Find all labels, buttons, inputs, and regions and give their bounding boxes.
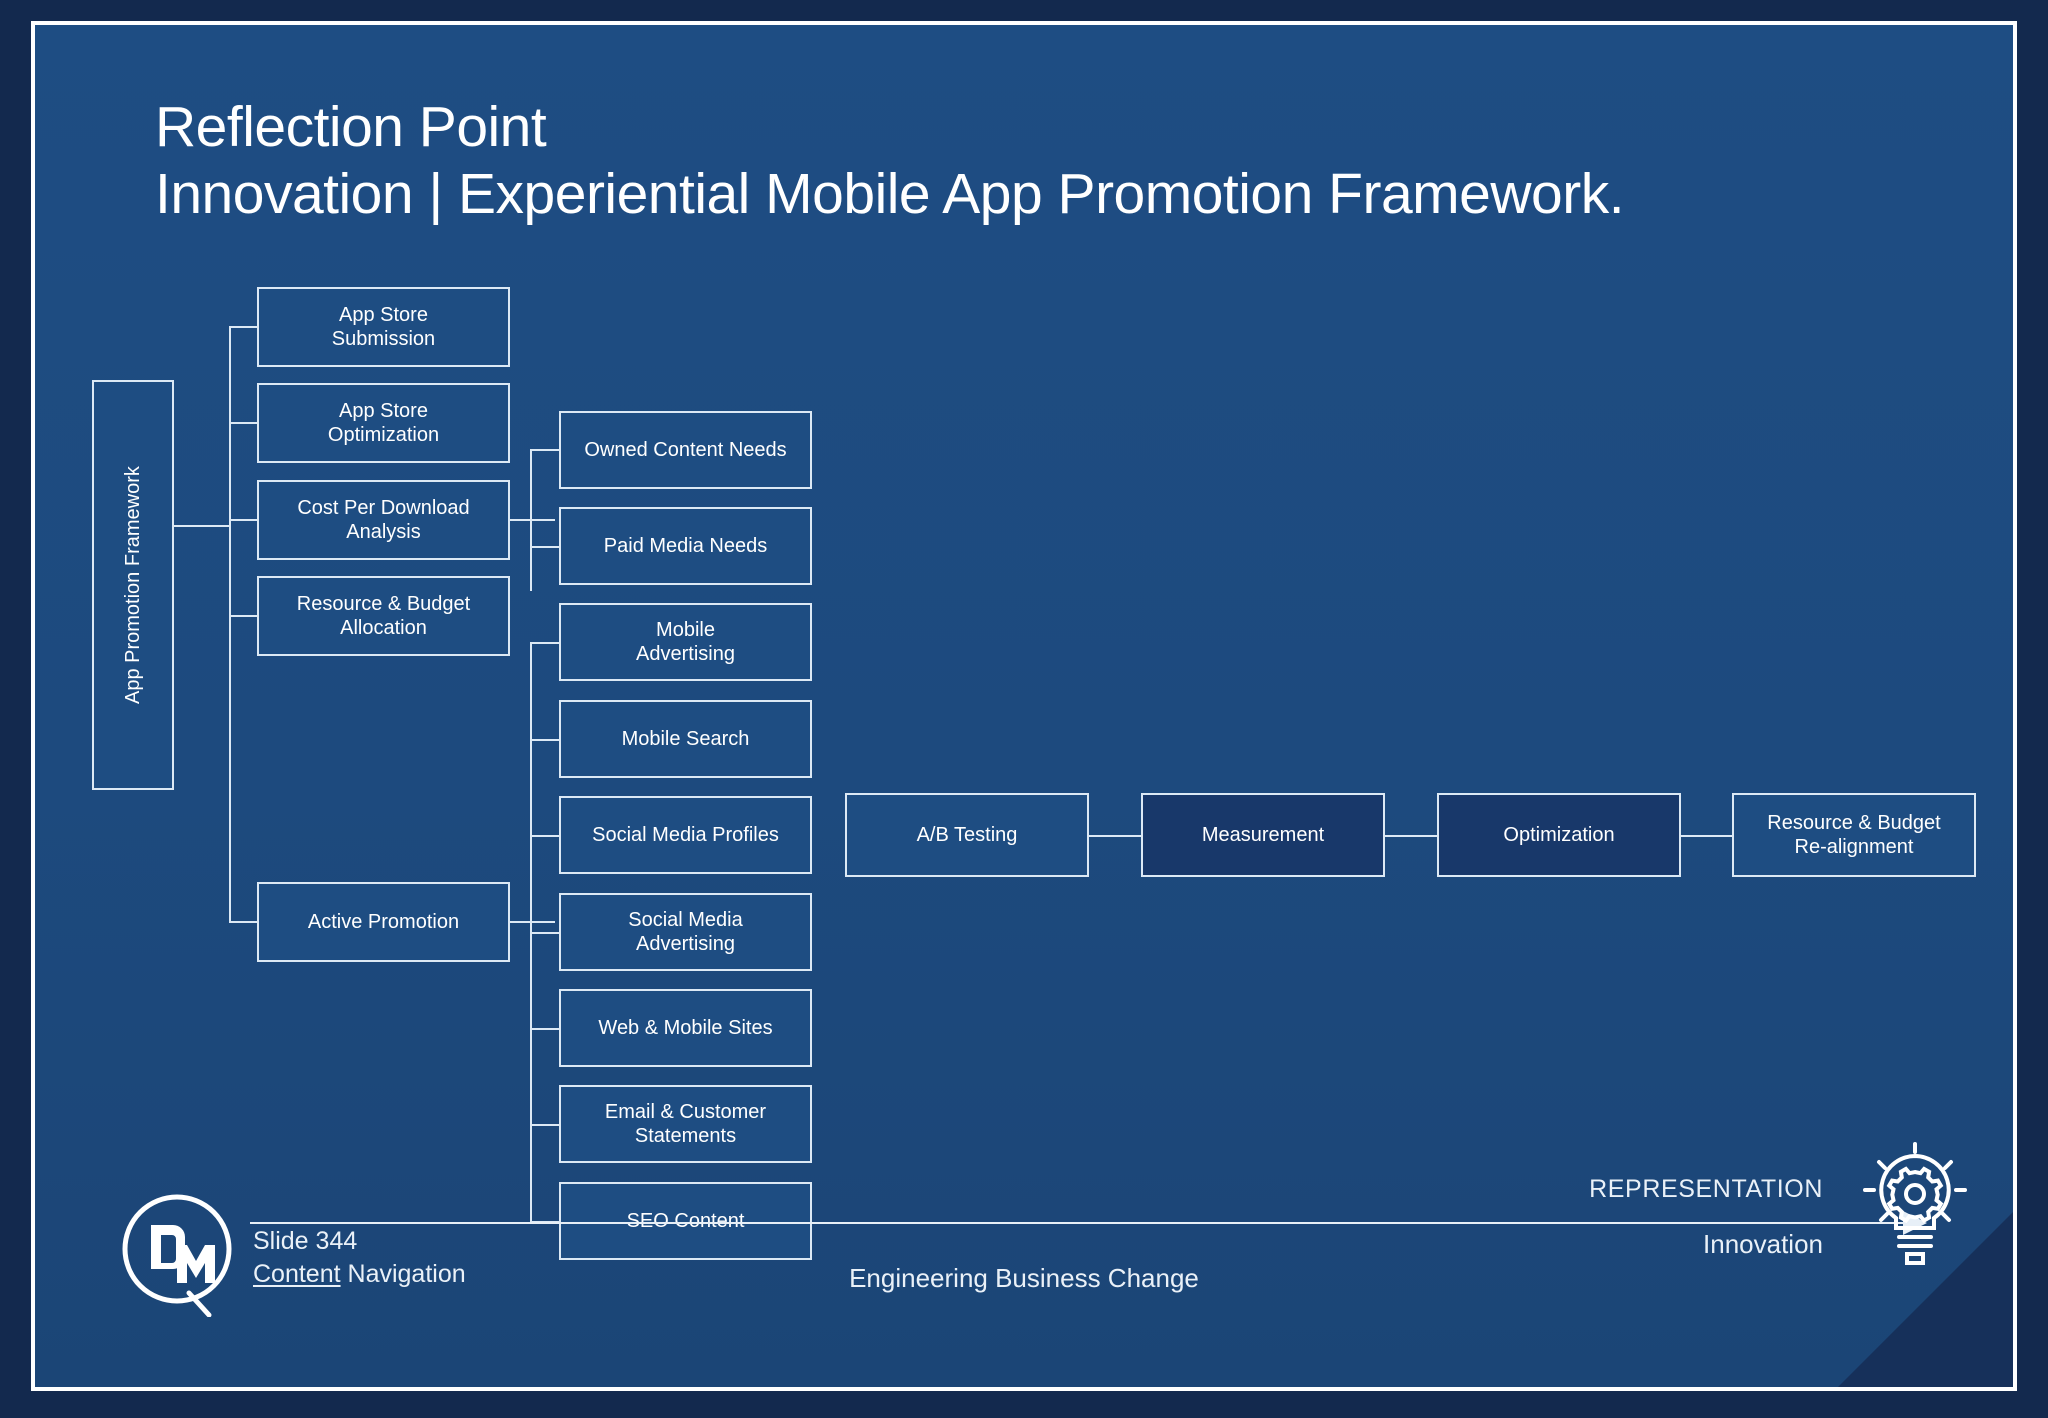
connector-to-web-mobile-sites (530, 1028, 559, 1030)
node-active-promotion[interactable]: Active Promotion (257, 882, 510, 962)
node-cost-per-download-analysis[interactable]: Cost Per Download Analysis (257, 480, 510, 560)
node-optimization[interactable]: Optimization (1437, 793, 1681, 877)
node-social-media-profiles[interactable]: Social Media Profiles (559, 796, 812, 874)
node-label-line1: Measurement (1201, 823, 1325, 846)
connector-budget-spine (530, 449, 532, 591)
innovation-label: Innovation (1703, 1229, 1823, 1259)
node-label-line2: Statements (634, 1125, 737, 1147)
connector-to-app-store-optimization (229, 422, 257, 424)
connector-to-mobile-search (530, 739, 559, 741)
footer-left-text: Slide 344 Content Navigation (253, 1225, 466, 1292)
slide-canvas: Reflection Point Innovation | Experienti… (35, 25, 2013, 1387)
node-label-line2: Allocation (340, 617, 427, 639)
content-navigation: Content Navigation (253, 1258, 466, 1291)
lightbulb-gear-icon (1863, 1142, 1967, 1265)
node-label-line2: Advertising (636, 933, 735, 955)
connector-measurement-optimization (1385, 835, 1437, 837)
node-label-line1: Social Media (628, 908, 743, 931)
node-email-customer-statements[interactable]: Email & Customer Statements (559, 1085, 812, 1163)
corner-triangle-decoration (1838, 1212, 2013, 1387)
connector-promotion-spine (530, 642, 532, 1221)
navigation-label: Navigation (340, 1259, 466, 1288)
node-label-line1: SEO Content (626, 1209, 745, 1232)
connector-to-mobile-advertising (530, 642, 559, 644)
node-label-line1: Owned Content Needs (584, 438, 787, 461)
title-line-2: Innovation | Experiential Mobile App Pro… (155, 162, 1625, 227)
representation-label: REPRESENTATION (1589, 1175, 1823, 1203)
node-label-line1: App Store (339, 303, 428, 326)
node-web-mobile-sites[interactable]: Web & Mobile Sites (559, 989, 812, 1067)
timeline-arrow-icon (1903, 1211, 1927, 1235)
timeline-axis (250, 1222, 1910, 1224)
connector-budget-stub (510, 519, 555, 521)
node-label-line1: App Store (339, 399, 428, 422)
node-label-line1: Mobile (656, 618, 715, 641)
content-link[interactable]: Content (253, 1259, 341, 1288)
node-social-media-advertising[interactable]: Social Media Advertising (559, 893, 812, 971)
connector-to-social-media-profiles (530, 835, 559, 837)
slide-number: Slide 344 (253, 1226, 358, 1255)
node-label-line2: Advertising (636, 643, 735, 665)
connector-to-email-customer-statements (530, 1124, 559, 1126)
connector-promotion-stub (510, 921, 555, 923)
slide-frame-border (31, 21, 2017, 1391)
node-label-line2: Analysis (346, 521, 421, 543)
engineering-business-change-label: Engineering Business Change (849, 1263, 1199, 1293)
connector-to-owned-content-needs (530, 449, 559, 451)
node-mobile-advertising[interactable]: Mobile Advertising (559, 603, 812, 681)
footer-center-text: Engineering Business Change (35, 1263, 2013, 1294)
title-line-1: Reflection Point (155, 95, 547, 159)
connector-level1-spine (229, 326, 231, 922)
connector-to-social-media-advertising (530, 932, 559, 934)
node-paid-media-needs[interactable]: Paid Media Needs (559, 507, 812, 585)
node-seo-content[interactable]: SEO Content (559, 1182, 812, 1260)
node-label-line1: A/B Testing (916, 823, 1018, 846)
connector-to-resource-budget-allocation (229, 615, 257, 617)
node-app-store-optimization[interactable]: App Store Optimization (257, 383, 510, 463)
node-label-line2: Submission (331, 328, 436, 350)
node-resource-budget-allocation[interactable]: Resource & Budget Allocation (257, 576, 510, 656)
connector-to-cost-per-download (229, 519, 257, 521)
node-label-line1: Resource & Budget (1767, 811, 1941, 834)
node-measurement[interactable]: Measurement (1141, 793, 1385, 877)
node-label-line1: Optimization (1503, 823, 1615, 846)
node-mobile-search[interactable]: Mobile Search (559, 700, 812, 778)
connector-to-app-store-submission (229, 326, 257, 328)
node-label-line1: Mobile Search (621, 727, 750, 750)
node-label-line2: Optimization (327, 424, 440, 446)
connector-root-stub (174, 525, 229, 527)
node-label-line1: Resource & Budget (296, 592, 471, 615)
node-owned-content-needs[interactable]: Owned Content Needs (559, 411, 812, 489)
node-ab-testing[interactable]: A/B Testing (845, 793, 1089, 877)
page-title: Reflection Point Innovation | Experienti… (155, 95, 1625, 227)
connector-to-active-promotion (229, 921, 257, 923)
node-resource-budget-realignment[interactable]: Resource & Budget Re-alignment (1732, 793, 1976, 877)
connector-to-paid-media-needs (530, 546, 559, 548)
dm-logo (122, 1194, 232, 1317)
node-label-line2: Re-alignment (1794, 836, 1914, 858)
node-label-line1: Paid Media Needs (603, 534, 768, 557)
node-app-store-submission[interactable]: App Store Submission (257, 287, 510, 367)
node-label-line1: Email & Customer (604, 1100, 767, 1123)
node-label-line1: Cost Per Download (297, 496, 470, 519)
node-label-line1: Web & Mobile Sites (598, 1016, 773, 1039)
connector-abtesting-measurement (1089, 835, 1141, 837)
node-label-line1: Social Media Profiles (592, 823, 779, 846)
node-label-line1: Active Promotion (307, 910, 460, 933)
connector-optimization-realignment (1681, 835, 1732, 837)
